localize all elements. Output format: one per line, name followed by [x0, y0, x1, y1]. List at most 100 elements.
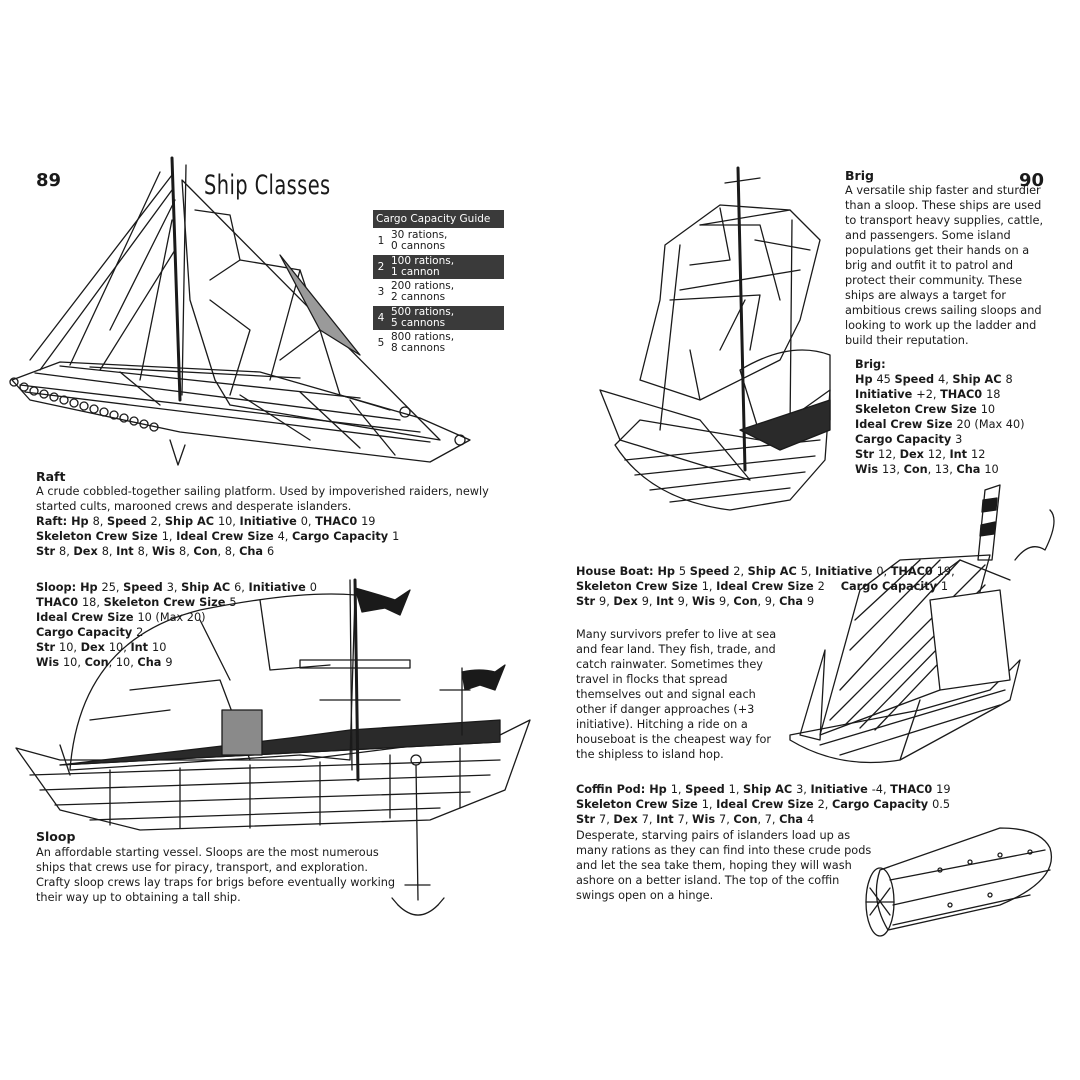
stat-label: Ship AC: [952, 373, 1006, 386]
stat-value: 2,: [150, 515, 165, 528]
cargo-guide-header: Cargo Capacity Guide: [373, 210, 504, 228]
stat-line: Skeleton Crew Size 1, Ideal Crew Size 4,…: [36, 529, 399, 544]
stat-label: Hp: [657, 565, 679, 578]
brig-desc-line: ambitious crews sailing sloops and: [845, 304, 1042, 317]
stat-line: Hp 45 Speed 4, Ship AC 8: [855, 372, 1025, 387]
coffin-pod-stats: Coffin Pod: Hp 1, Speed 1, Ship AC 3, In…: [576, 782, 951, 827]
stat-label: Ideal Crew Size: [855, 418, 957, 431]
stat-line: House Boat: Hp 5 Speed 2, Ship AC 5, Ini…: [576, 564, 955, 579]
stat-label: Ideal Crew Size: [36, 611, 138, 624]
houseboat-desc-line: the shipless to island hop.: [576, 748, 724, 761]
stat-line: Skeleton Crew Size 10: [855, 402, 1025, 417]
brig-desc-line: populations get their hands on a: [845, 244, 1030, 257]
anchor-icon: [391, 754, 445, 916]
stat-label: Str: [855, 448, 879, 461]
cargo-line: 5 cannons: [391, 316, 446, 329]
stat-value: 6,: [234, 581, 249, 594]
stat-line: Str 8, Dex 8, Int 8, Wis 8, Con, 8, Cha …: [36, 544, 399, 559]
stat-label: Wis: [36, 656, 63, 669]
stat-label: Coffin Pod:: [576, 783, 650, 796]
stat-value: 3,: [166, 581, 182, 594]
brig-desc-line: than a sloop. These ships are used: [845, 199, 1042, 212]
stat-value: 7,: [641, 813, 657, 826]
stat-label: Ideal Crew Size: [716, 798, 818, 811]
stat-value: 8,: [137, 545, 153, 558]
stat-value: 0: [309, 581, 317, 594]
coffin-pod-desc-line: many rations as they can find into these…: [576, 844, 872, 857]
stat-label: Skeleton Crew Size: [36, 530, 162, 543]
stat-label: Cha: [137, 656, 166, 669]
stat-value: 2,: [817, 798, 832, 811]
stat-label: Con: [733, 813, 758, 826]
stat-value: 25,: [101, 581, 124, 594]
raft-stats: Raft: Hp 8, Speed 2, Ship AC 10, Initiat…: [36, 514, 399, 559]
stat-label: Ship AC: [743, 783, 797, 796]
stat-line: Skeleton Crew Size 1, Ideal Crew Size 2,…: [576, 797, 951, 812]
stat-line: Raft: Hp 8, Speed 2, Ship AC 10, Initiat…: [36, 514, 399, 529]
stat-value: 3: [955, 433, 963, 446]
stat-value: 4,: [277, 530, 292, 543]
stat-label: Initiative: [815, 565, 877, 578]
stat-label: Wis: [692, 595, 720, 608]
stat-value: +2,: [916, 388, 941, 401]
stat-value: 12,: [878, 448, 900, 461]
houseboat-desc-line: other if danger approaches (+3: [576, 703, 755, 716]
stat-label: THAC0: [940, 388, 987, 401]
stat-value: 10 (Max 20): [137, 611, 206, 624]
raft-desc-line: A crude cobbled-together sailing platfor…: [36, 485, 489, 498]
cargo-level: 2: [377, 260, 385, 273]
brig-desc-line: ships are always a target for: [845, 289, 1007, 302]
stat-label: Str: [36, 545, 60, 558]
stat-value: 10,: [217, 515, 240, 528]
coffin-pod-desc-line: swings open on a hinge.: [576, 889, 714, 902]
cargo-level: 1: [377, 235, 385, 248]
stat-value: 9: [806, 595, 815, 608]
brig-desc-line: looking to work up the ladder and: [845, 319, 1037, 332]
houseboat-desc-line: Many survivors prefer to live at sea: [576, 628, 777, 641]
sloop-desc-line: An affordable starting vessel. Sloops ar…: [36, 846, 379, 859]
stat-label: Hp: [649, 783, 671, 796]
stat-value: 1,: [701, 798, 717, 811]
stat-value: 12,: [927, 448, 950, 461]
stat-label: THAC0: [890, 565, 937, 578]
stat-line: Initiative +2, THAC0 18: [855, 387, 1025, 402]
stat-line: Str 9, Dex 9, Int 9, Wis 9, Con, 9, Cha …: [576, 594, 955, 609]
stat-value: 4,: [938, 373, 953, 386]
stat-value: 9,: [719, 595, 734, 608]
houseboat-desc-line: and fear land. They fish, trade, and: [576, 643, 776, 656]
brig-desc-line: and passengers. Some island: [845, 229, 1011, 242]
stat-line: Wis 10, Con, 10, Cha 9: [36, 655, 317, 670]
stat-value: 18: [986, 388, 1001, 401]
stat-value: 10,: [59, 641, 81, 654]
houseboat-desc-line: initiative). Hitching a ride on a: [576, 718, 748, 731]
stat-line: THAC0 18, Skeleton Crew Size 5: [36, 595, 317, 610]
stat-line: Sloop: Hp 25, Speed 3, Ship AC 6, Initia…: [36, 580, 317, 595]
stat-label: Speed: [894, 373, 939, 386]
stat-label: Brig:: [855, 358, 886, 371]
stat-label: THAC0: [36, 596, 82, 609]
stat-label: Int: [656, 595, 678, 608]
brig-desc-line: build their reputation.: [845, 334, 969, 347]
stat-value: -4,: [871, 783, 891, 796]
stat-value: 9,: [677, 595, 693, 608]
stat-value: 7,: [719, 813, 734, 826]
page-title: Ship Classes: [204, 170, 331, 201]
raft-desc-line: started cults, marooned crews and desper…: [36, 500, 352, 513]
stat-value: 8,: [179, 545, 194, 558]
stat-label: THAC0: [890, 783, 937, 796]
houseboat-illustration: [789, 484, 1055, 764]
stat-value: 12: [971, 448, 986, 461]
stat-value: 7,: [599, 813, 614, 826]
stat-value: 13,: [882, 463, 904, 476]
stat-value: 10,: [63, 656, 85, 669]
brig-desc-line: A versatile ship faster and sturdier: [845, 184, 1041, 197]
houseboat-description: Many survivors prefer to live at sea and…: [576, 627, 776, 762]
stat-line: Str 7, Dex 7, Int 7, Wis 7, Con, 7, Cha …: [576, 812, 951, 827]
cargo-line: 0 cannons: [391, 240, 446, 253]
stat-line: Str 10, Dex 10, Int 10: [36, 640, 317, 655]
cargo-level: 5: [377, 337, 385, 350]
stat-value: 1: [392, 530, 400, 543]
stat-value: 9,: [641, 595, 657, 608]
stat-value: 1,: [728, 783, 744, 796]
